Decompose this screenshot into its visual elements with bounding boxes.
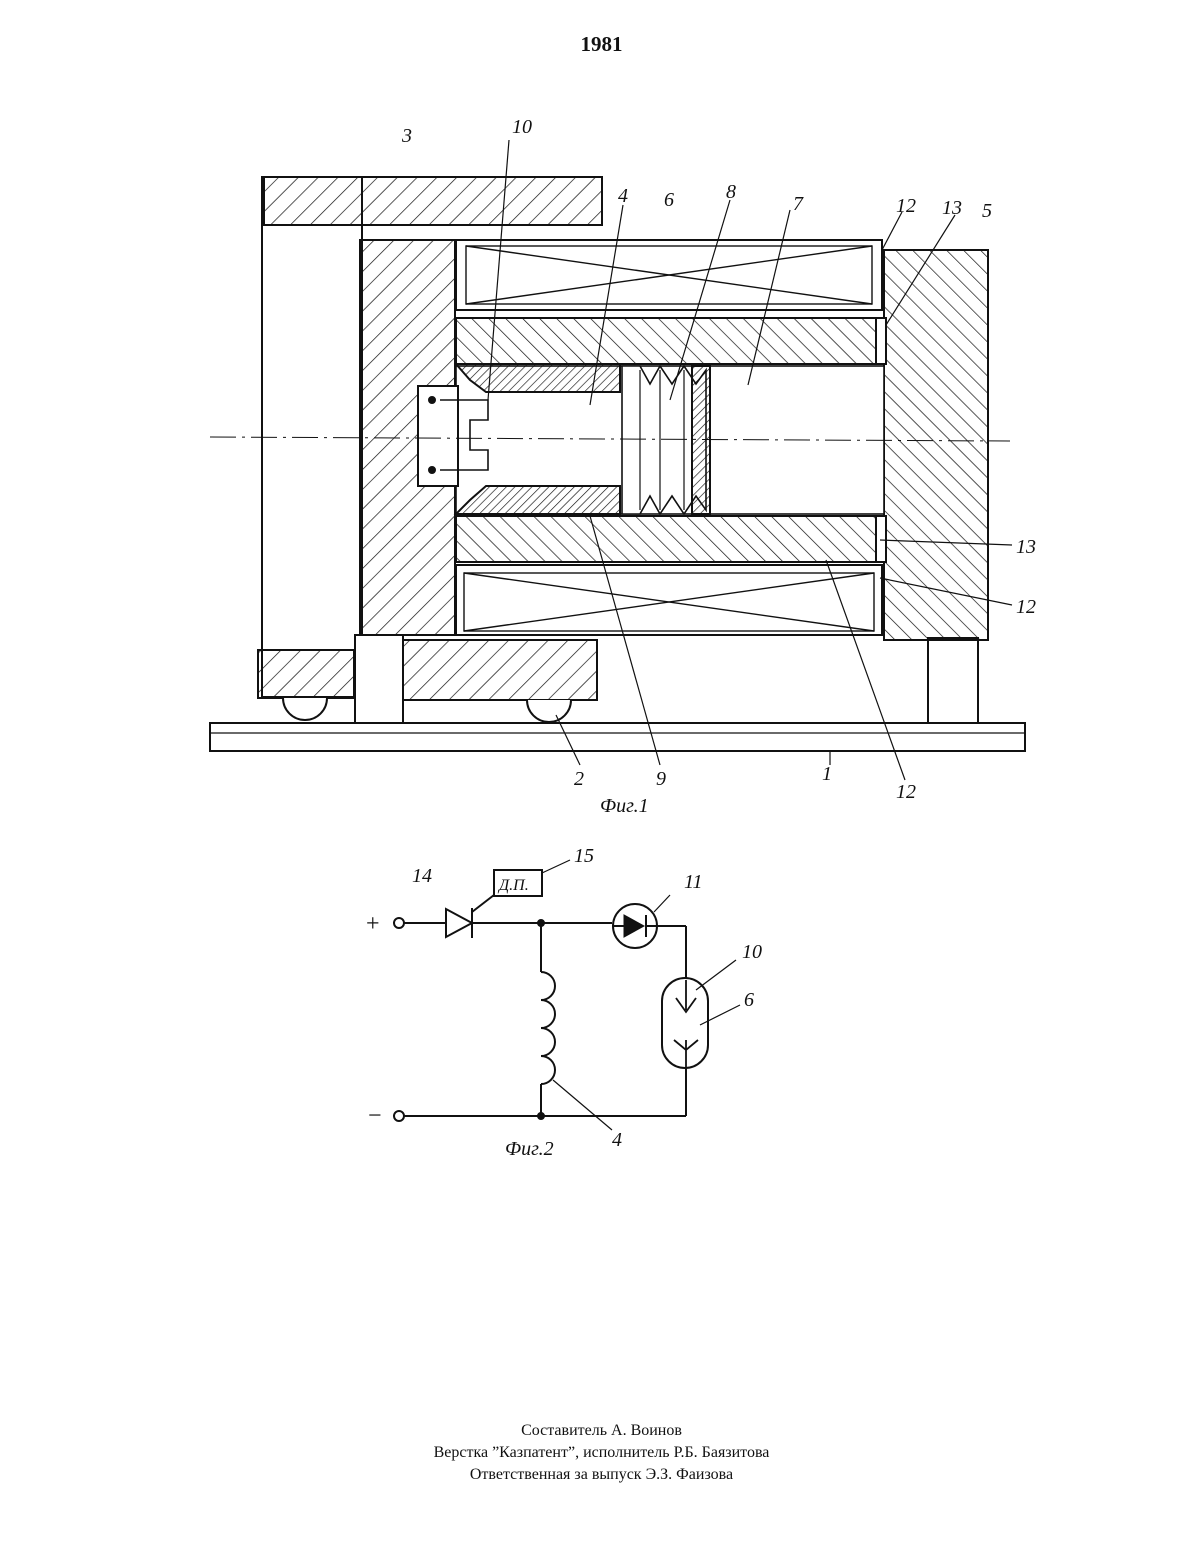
label-9: 9	[656, 768, 666, 790]
label-11: 11	[684, 871, 703, 893]
label-14: 14	[412, 865, 432, 887]
terminal-minus-node	[394, 1111, 404, 1121]
label-12-bottom: 12	[896, 781, 916, 803]
label-2: 2	[574, 768, 584, 790]
wheel-right	[527, 700, 571, 722]
label-15: 15	[574, 845, 594, 867]
figure-2-caption: Фиг.2	[505, 1138, 554, 1160]
figure-2-circuit	[394, 860, 740, 1130]
inductor-4	[541, 972, 555, 1084]
label-4-circuit: 4	[612, 1129, 622, 1151]
credits-layout: Верстка ”Казпатент”, исполнитель Р.Б. Ба…	[0, 1442, 1203, 1464]
label-12-top: 12	[896, 195, 916, 217]
discharge-tube	[662, 978, 708, 1068]
cathode-top	[456, 364, 620, 392]
credits-compiler: Составитель А. Воинов	[0, 1420, 1203, 1442]
label-12-right: 12	[1016, 596, 1036, 618]
cathode-bottom	[456, 486, 620, 514]
label-1: 1	[822, 763, 832, 785]
credits-responsible: Ответственная за выпуск Э.З. Фаизова	[0, 1464, 1203, 1486]
diode-14	[446, 909, 472, 937]
label-10: 10	[512, 116, 532, 138]
figure-1	[210, 140, 1025, 780]
terminal-plus: +	[366, 911, 380, 937]
wheel-left	[283, 698, 327, 720]
label-4: 4	[618, 185, 628, 207]
rail	[210, 723, 1025, 751]
label-10-circuit: 10	[742, 941, 762, 963]
bottom-middle-block	[402, 640, 597, 700]
label-6: 6	[664, 189, 674, 211]
electrode-box	[418, 386, 458, 486]
figure-1-caption: Фиг.1	[600, 795, 649, 817]
label-5: 5	[982, 200, 992, 222]
sleeve-bottom	[456, 516, 876, 562]
label-8: 8	[726, 181, 736, 203]
sleeve-top	[456, 318, 876, 364]
top-block	[264, 177, 602, 225]
label-6-circuit: 6	[744, 989, 754, 1011]
support-post-left	[355, 635, 403, 723]
label-7: 7	[793, 193, 804, 215]
bellows-seal	[692, 366, 710, 514]
support-post-right	[928, 638, 978, 723]
terminal-minus: −	[368, 1103, 382, 1129]
bottom-left-block	[258, 650, 354, 698]
label-13-right: 13	[1016, 536, 1036, 558]
block-15-text: Д.П.	[497, 877, 529, 894]
label-3: 3	[401, 125, 412, 147]
credits: Составитель А. Воинов Верстка ”Казпатент…	[0, 1420, 1203, 1486]
label-13-top: 13	[942, 197, 962, 219]
coil-bottom	[456, 565, 882, 635]
terminal-plus-node	[394, 918, 404, 928]
